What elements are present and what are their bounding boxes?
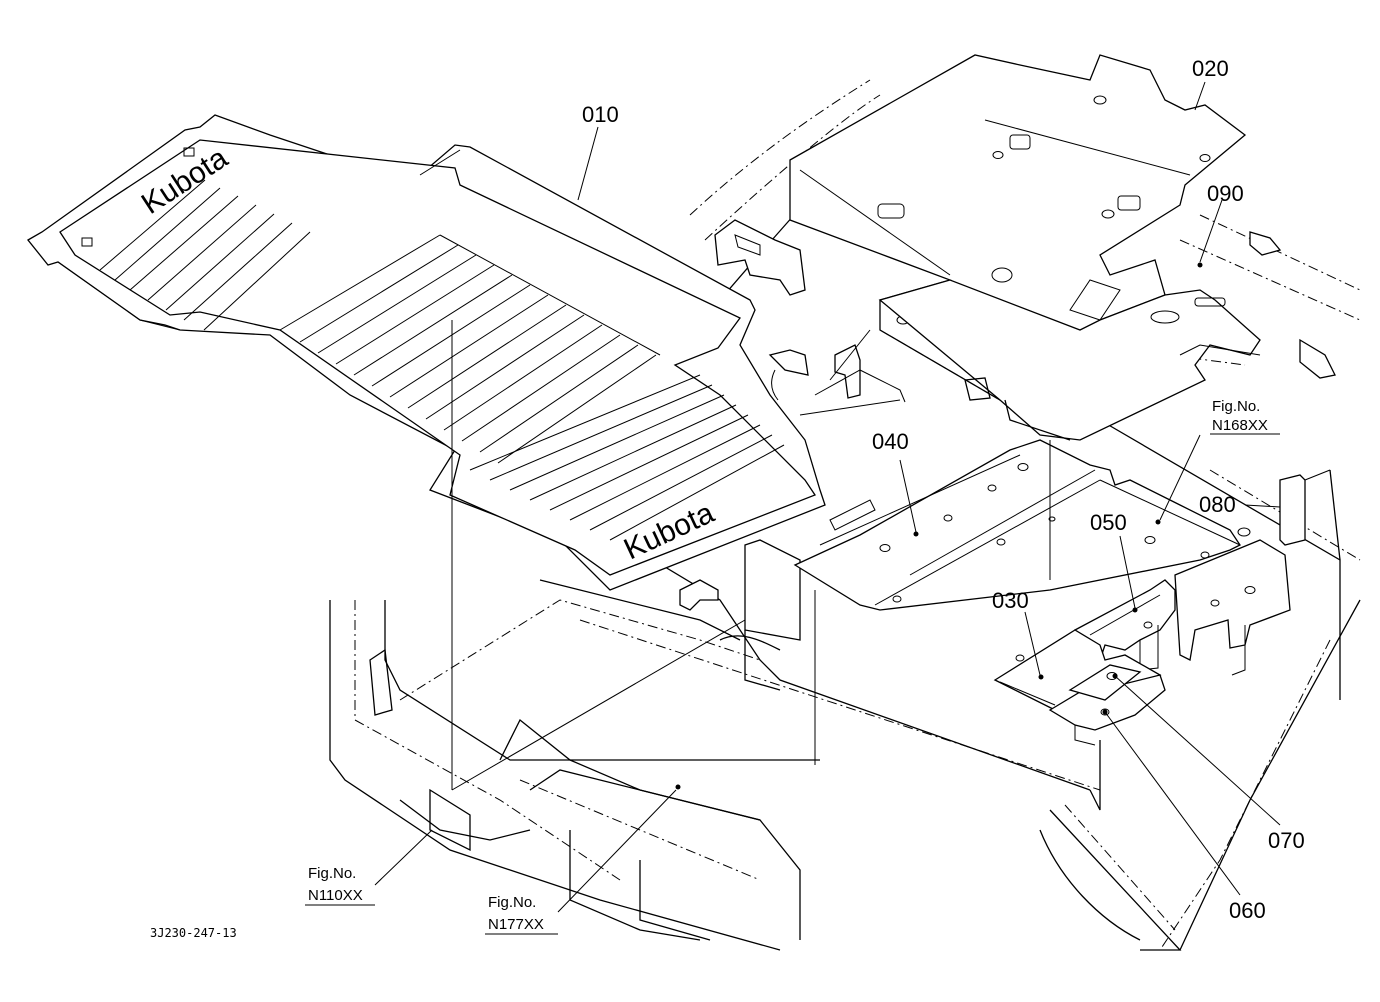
figure-ref-prefix: Fig.No. [488, 894, 536, 911]
figure-ref-n168[interactable]: Fig.No. N168XX [1210, 398, 1280, 435]
part-label-010: 010 [582, 102, 619, 127]
figure-ref-n110[interactable]: Fig.No. N110XX [305, 865, 375, 906]
part-label-030: 030 [992, 588, 1029, 613]
frame-outline [329, 79, 1361, 951]
figure-ref-code[interactable]: N168XX [1212, 417, 1268, 434]
part-label-060: 060 [1229, 898, 1266, 923]
drawing-number: 3J230-247-13 [150, 926, 237, 940]
leaders [374, 81, 1281, 913]
floor-mat-010: Kubota Kubota [27, 114, 826, 591]
figure-ref-prefix: Fig.No. [308, 865, 356, 882]
figure-ref-code[interactable]: N177XX [488, 916, 544, 933]
brackets [679, 219, 1336, 611]
panel-070 [1068, 664, 1142, 701]
mat-ribs [99, 179, 785, 541]
figure-ref-code[interactable]: N110XX [308, 887, 363, 904]
part-label-080: 080 [1199, 492, 1236, 517]
panel-040 [793, 439, 1251, 611]
part-label-070: 070 [1268, 828, 1305, 853]
guide-lines [451, 320, 1051, 791]
part-labels: 010 020 030 040 050 060 070 080 090 [582, 56, 1305, 923]
panel-050 [1073, 579, 1176, 671]
part-label-020: 020 [1192, 56, 1229, 81]
figure-ref-prefix: Fig.No. [1212, 398, 1260, 415]
figure-ref-n177[interactable]: Fig.No. N177XX [485, 894, 558, 935]
part-label-090: 090 [1207, 181, 1244, 206]
panel-090 [878, 279, 1261, 441]
figure-refs: Fig.No. N168XX Fig.No. N110XX Fig.No. N1… [305, 398, 1280, 935]
part-label-050: 050 [1090, 510, 1127, 535]
part-label-040: 040 [872, 429, 909, 454]
panel-080 [1174, 539, 1291, 676]
